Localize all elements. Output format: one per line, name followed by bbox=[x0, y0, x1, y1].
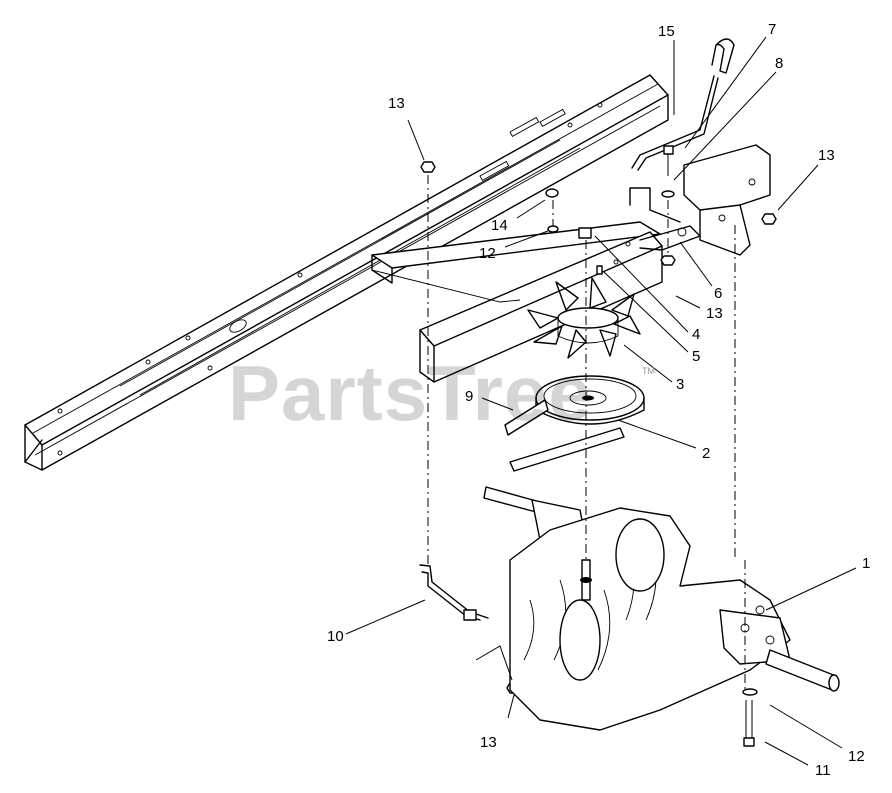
watermark: PartsTree bbox=[228, 349, 593, 437]
lever-rod bbox=[631, 38, 735, 171]
callout-9: 9 bbox=[465, 388, 474, 405]
callout-2: 2 bbox=[702, 445, 711, 462]
callout-6: 6 bbox=[714, 285, 723, 302]
drive-belt bbox=[504, 399, 625, 472]
mounting-bracket bbox=[683, 144, 771, 256]
transaxle bbox=[483, 486, 840, 731]
callout-12-lower: 12 bbox=[848, 748, 865, 765]
callout-11: 11 bbox=[815, 762, 831, 779]
callout-1: 1 bbox=[862, 555, 871, 572]
callout-14: 14 bbox=[491, 217, 508, 234]
callout-13-bracket: 13 bbox=[818, 147, 835, 164]
callout-13-top-left: 13 bbox=[388, 95, 405, 112]
callout-13-bottom: 13 bbox=[480, 734, 497, 751]
callout-8: 8 bbox=[775, 55, 784, 72]
callout-10: 10 bbox=[327, 628, 344, 645]
callout-5: 5 bbox=[692, 348, 701, 365]
frame-rail bbox=[24, 74, 669, 471]
callout-4: 4 bbox=[692, 326, 701, 343]
callout-3: 3 bbox=[676, 376, 685, 393]
leader-lines bbox=[345, 36, 857, 766]
trademark: TM bbox=[642, 366, 655, 376]
callout-12-upper: 12 bbox=[479, 245, 496, 262]
callout-13-lower: 13 bbox=[706, 305, 723, 322]
callout-7: 7 bbox=[768, 21, 777, 38]
alignment-lines bbox=[427, 175, 746, 690]
cooling-fan bbox=[527, 277, 641, 359]
callout-15: 15 bbox=[658, 23, 675, 40]
bypass-rod bbox=[419, 564, 489, 621]
